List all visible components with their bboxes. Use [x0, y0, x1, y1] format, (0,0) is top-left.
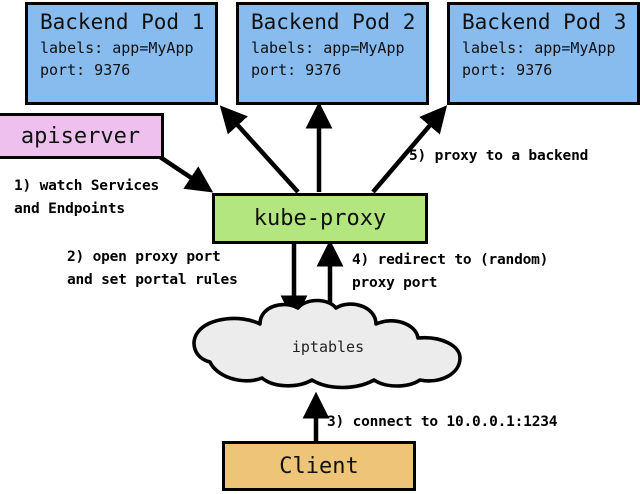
node-apiserver[interactable]: apiserver: [0, 113, 164, 159]
step-4-label-line2: proxy port: [352, 275, 438, 291]
pod-3-port: port: 9376: [462, 61, 553, 79]
pod-1-title: Backend Pod 1: [40, 10, 205, 34]
node-backend-pod-1[interactable]: Backend Pod 1 labels: app=MyApp port: 93…: [25, 2, 218, 105]
step-1-label-line2: and Endpoints: [14, 201, 125, 217]
edge-kubeproxy-to-pod1: [219, 105, 300, 194]
pod-3-labels: labels: app=MyApp: [462, 39, 616, 57]
pod-3-title: Backend Pod 3: [462, 10, 627, 34]
iptables-label: iptables: [291, 338, 365, 356]
step-2-label-line2: and set portal rules: [67, 272, 238, 288]
pod-2-port: port: 9376: [251, 61, 342, 79]
kube-proxy-label: kube-proxy: [253, 206, 387, 231]
step-3-label: 3) connect to 10.0.0.1:1234: [327, 414, 558, 430]
node-backend-pod-3[interactable]: Backend Pod 3 labels: app=MyApp port: 93…: [447, 2, 640, 105]
step-2-label-line1: 2) open proxy port: [67, 249, 221, 265]
pod-1-port: port: 9376: [40, 61, 131, 79]
pod-2-labels: labels: app=MyApp: [251, 39, 405, 57]
apiserver-label: apiserver: [20, 123, 141, 149]
pod-1-labels: labels: app=MyApp: [40, 39, 194, 57]
edge-apiserver-to-kubeproxy: [158, 155, 214, 193]
step-4-label-line1: 4) redirect to (random): [352, 252, 549, 268]
step-1-label-line1: 1) watch Services: [14, 178, 160, 194]
step-5-label: 5) proxy to a backend: [409, 148, 589, 164]
node-kube-proxy[interactable]: kube-proxy: [212, 193, 428, 244]
pod-2-title: Backend Pod 2: [251, 10, 416, 34]
node-backend-pod-2[interactable]: Backend Pod 2 labels: app=MyApp port: 93…: [236, 2, 429, 105]
client-label: Client: [279, 453, 359, 479]
node-client[interactable]: Client: [222, 441, 416, 491]
